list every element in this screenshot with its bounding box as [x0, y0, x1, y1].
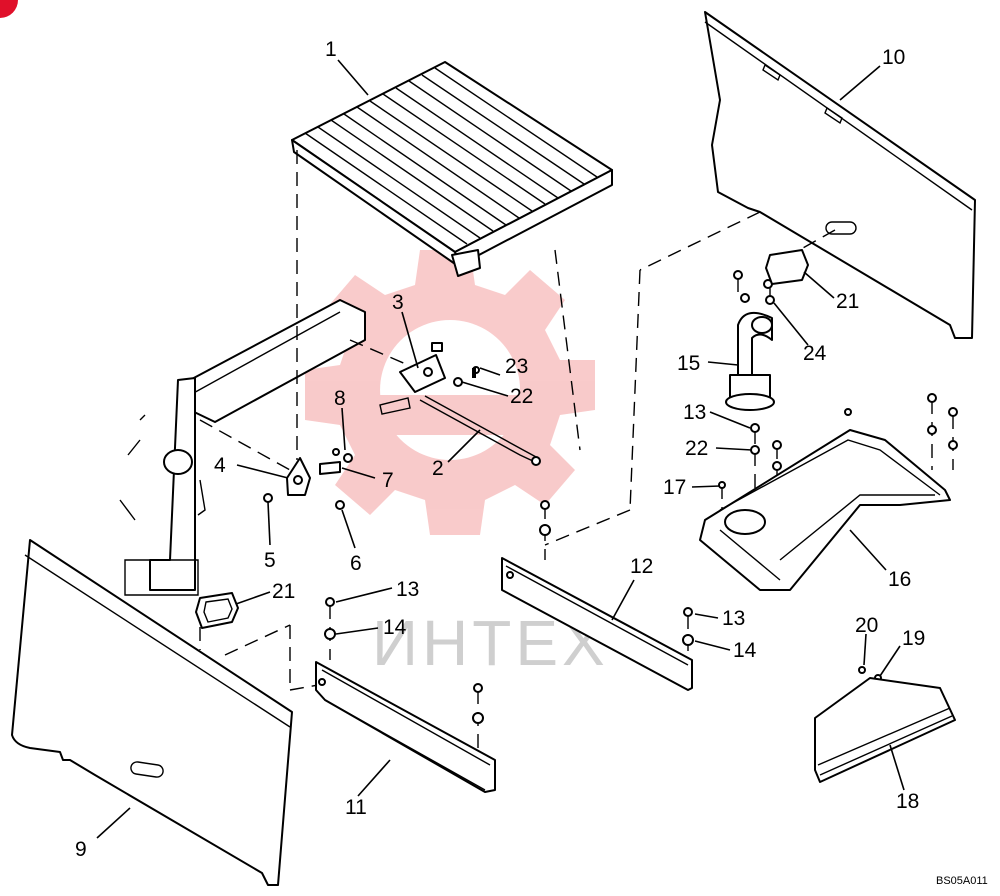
callout-13-b: 13 — [722, 607, 745, 630]
part-2-rod — [379, 395, 541, 466]
callout-19: 19 — [902, 627, 925, 650]
callout-22-b: 22 — [685, 437, 708, 460]
callout-21-a: 21 — [272, 580, 295, 603]
part-11-rail — [315, 661, 496, 793]
callout-8: 8 — [334, 387, 346, 410]
part-15-exhaust-pipe — [725, 311, 775, 411]
part-18-cover — [814, 677, 956, 783]
watermark-gear-icon — [305, 250, 595, 535]
callout-4: 4 — [214, 454, 226, 477]
callout-5: 5 — [264, 549, 276, 572]
callout-13-c: 13 — [683, 401, 706, 424]
part-3-bracket — [399, 342, 446, 393]
callout-18: 18 — [896, 790, 919, 813]
callout-labels: 1 2 3 4 5 6 7 8 9 10 11 12 13 13 13 14 1… — [75, 38, 925, 861]
callout-23: 23 — [505, 355, 528, 378]
part-21-grommet-right — [765, 249, 809, 285]
frame-structure — [119, 299, 366, 596]
callout-10: 10 — [882, 46, 905, 69]
corner-mark — [0, 0, 18, 18]
part-4-bracket — [286, 457, 341, 496]
part-9-front-panel — [11, 539, 293, 886]
part-16-hood-base — [699, 429, 951, 591]
fasteners — [263, 270, 958, 724]
callout-1: 1 — [325, 38, 337, 61]
callout-7: 7 — [382, 469, 394, 492]
callout-3: 3 — [392, 291, 404, 314]
callout-12: 12 — [630, 555, 653, 578]
callout-20: 20 — [855, 614, 878, 637]
callout-21-b: 21 — [836, 290, 859, 313]
callout-24: 24 — [803, 342, 827, 365]
leader-lines — [96, 59, 905, 839]
callout-22-a: 22 — [510, 385, 533, 408]
callout-14-b: 14 — [733, 639, 757, 662]
callout-2: 2 — [432, 457, 444, 480]
part-1-grille — [291, 61, 613, 277]
callout-6: 6 — [350, 552, 362, 575]
callout-13-a: 13 — [396, 578, 419, 601]
callout-16: 16 — [888, 568, 911, 591]
drawing-code: BS05A011 — [936, 875, 988, 887]
part-12-rail — [501, 557, 693, 691]
callout-9: 9 — [75, 838, 87, 861]
callout-14-a: 14 — [383, 616, 407, 639]
part-21-grommet-left — [195, 592, 239, 629]
callout-11: 11 — [345, 796, 367, 819]
callout-17: 17 — [663, 476, 686, 499]
callout-15: 15 — [677, 352, 700, 375]
